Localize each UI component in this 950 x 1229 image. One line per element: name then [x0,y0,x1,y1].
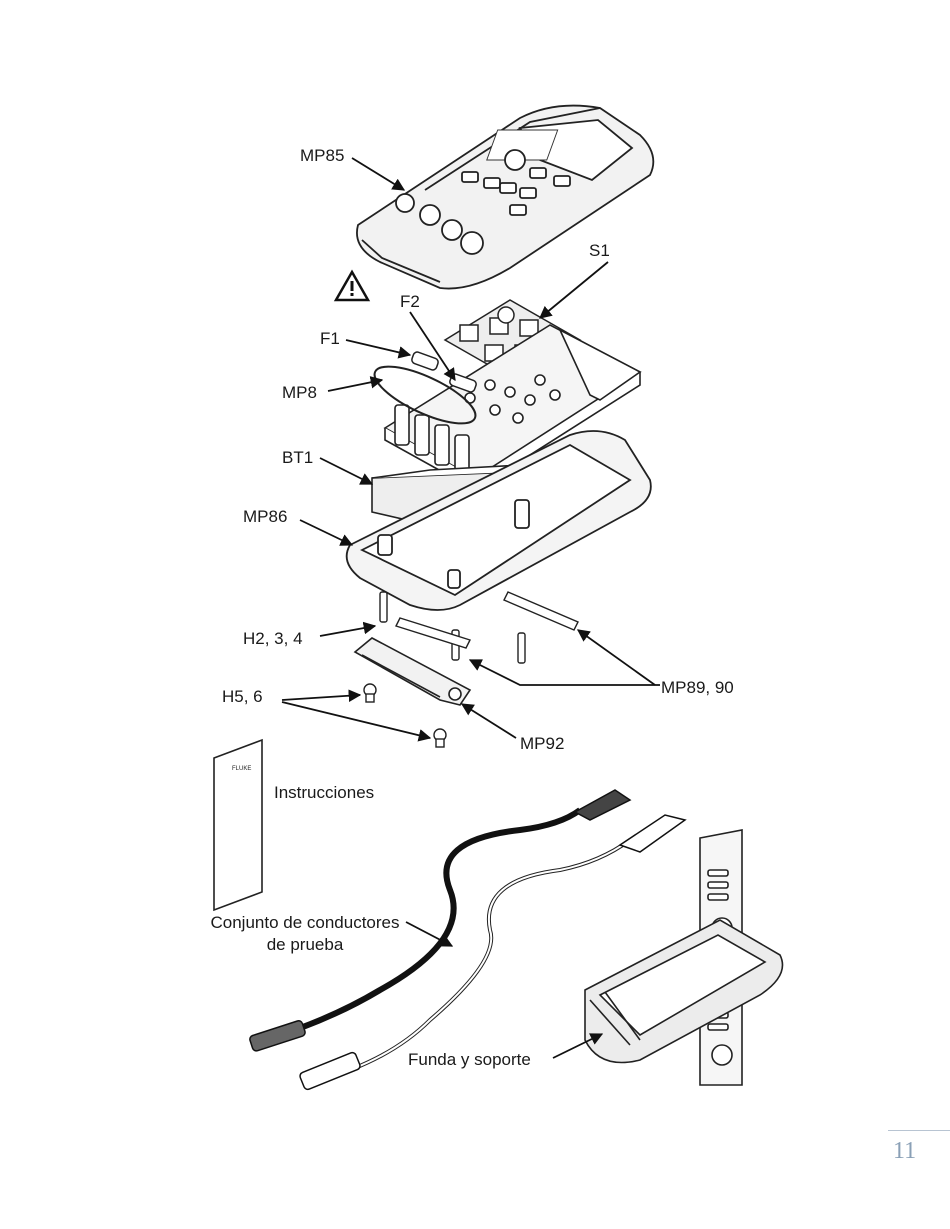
warning-triangle-icon [336,272,368,300]
label-s1: S1 [589,242,610,259]
label-bt1: BT1 [282,449,313,466]
label-mp86: MP86 [243,508,287,525]
top-case-mp85 [357,106,653,289]
label-mp8: MP8 [282,384,317,401]
label-h5-6: H5, 6 [222,688,263,705]
label-mp85: MP85 [300,147,344,164]
label-f1: F1 [320,330,340,347]
label-holster: Funda y soporte [408,1051,531,1068]
fuses-f1-f2 [411,351,478,393]
manual-brand: FLUKE [232,766,251,772]
holster [585,830,783,1085]
label-mp89-90: MP89, 90 [661,679,734,696]
label-test-leads: Conjunto de conductores de prueba [200,912,410,956]
label-f2: F2 [400,293,420,310]
instructions-booklet: FLUKE [214,740,262,910]
label-h2-3-4: H2, 3, 4 [243,630,303,647]
page-number: 11 [893,1138,916,1165]
page-number-rule [888,1130,950,1131]
label-instrucciones: Instrucciones [274,784,374,801]
label-mp92: MP92 [520,735,564,752]
